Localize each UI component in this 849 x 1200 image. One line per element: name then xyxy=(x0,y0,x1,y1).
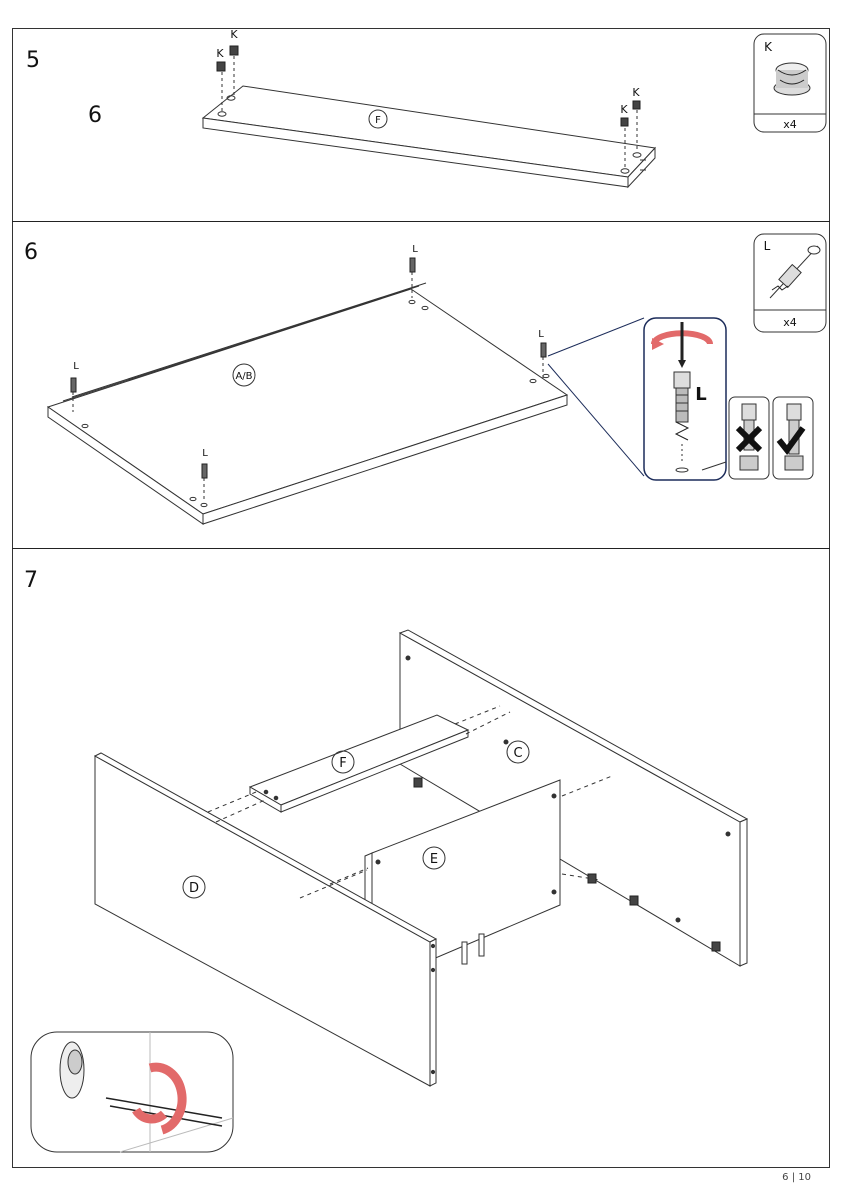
step6-correct-box xyxy=(772,396,814,480)
step5-callout-k-1: K xyxy=(230,28,238,41)
step7-label-e: E xyxy=(430,852,438,867)
step6-callout-l-3: L xyxy=(73,361,79,372)
step7-panel-c xyxy=(398,629,749,967)
step5-callout-k-4: K xyxy=(620,103,628,116)
step6-detail-bubble xyxy=(643,317,727,481)
step6-callout-l-4: L xyxy=(202,448,208,459)
step6-part-box xyxy=(753,233,827,333)
page-number: 6 | 10 xyxy=(782,1172,811,1183)
step6-label-ab: A/B xyxy=(235,371,252,382)
step6-dowels xyxy=(70,257,547,479)
step-divider-2 xyxy=(12,548,830,549)
step7-guide-lines xyxy=(207,705,613,899)
step5-label-f: F xyxy=(375,115,381,126)
step5-callout-k-3: K xyxy=(632,86,640,99)
step5-callout-k-2: K xyxy=(216,47,224,60)
step5-cam-locks xyxy=(216,45,641,127)
step6-callout-l-1: L xyxy=(412,244,418,255)
step6-panel-ab xyxy=(46,272,645,525)
step-divider-1 xyxy=(12,221,830,222)
step-7-number: 7 xyxy=(24,568,38,593)
step6-part-count: x4 xyxy=(783,316,797,329)
step7-label-d: D xyxy=(189,881,199,896)
step7-detail-bubble xyxy=(30,1031,234,1153)
step6-wrong-box xyxy=(728,396,770,480)
step5-part-count: x4 xyxy=(783,118,797,131)
step7-shelf-f xyxy=(248,714,470,813)
step6-part-letter: L xyxy=(764,239,771,253)
instruction-page-frame xyxy=(12,28,830,1168)
step-6-number: 6 xyxy=(24,240,38,265)
step6-callout-l-2: L xyxy=(538,329,544,340)
step5-part-box xyxy=(753,33,827,133)
step5-part-letter: K xyxy=(764,40,773,54)
step7-label-c: C xyxy=(513,746,522,761)
step5-shelf-f xyxy=(201,56,657,189)
step-5-number: 5 xyxy=(26,48,40,73)
step6-detail-label: L xyxy=(695,384,706,405)
step-5-subnumber: 6 xyxy=(88,103,102,128)
step7-panel-d xyxy=(93,752,438,1087)
step7-label-f: F xyxy=(339,756,346,771)
step7-cam-locks xyxy=(413,777,721,952)
